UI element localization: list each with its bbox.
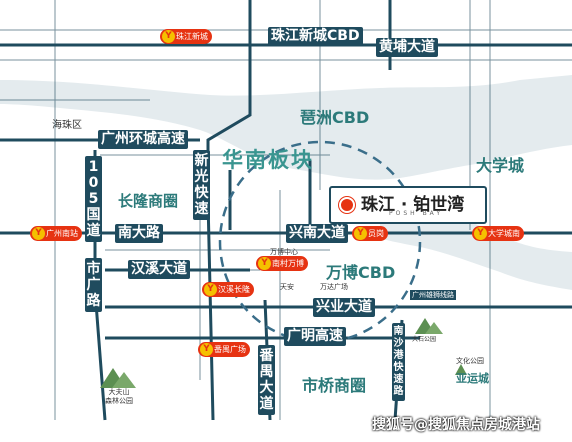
road-nansha: 南沙港快速路 bbox=[392, 323, 405, 401]
metro-icon: Y bbox=[32, 227, 45, 240]
watermark: 搜狐号@搜狐焦点房城港站 bbox=[372, 417, 540, 433]
area-wanbo-cbd: 万博CBD bbox=[326, 263, 396, 282]
metro-icon: Y bbox=[204, 283, 217, 296]
project-marker[interactable]: 珠江 · 铂世湾 POSH BAY bbox=[329, 186, 487, 224]
road-panyu: 番禺大道 bbox=[258, 345, 275, 415]
road-shiguang: 市广路 bbox=[85, 258, 102, 312]
road-xingnan: 兴南大道 bbox=[286, 224, 348, 243]
metro-icon: Y bbox=[354, 227, 367, 240]
area-haizhu: 海珠区 bbox=[52, 120, 82, 131]
river-south bbox=[380, 208, 572, 290]
road-xinguang: 新光快速 bbox=[193, 150, 210, 220]
river bbox=[0, 75, 572, 180]
project-name: 珠江 · 铂世湾 bbox=[361, 195, 465, 215]
park-icons bbox=[100, 318, 467, 388]
area-pazhou-cbd: 琶洲CBD bbox=[300, 108, 370, 127]
metro-icon: Y bbox=[258, 257, 271, 270]
road-hanxi: 汉溪大道 bbox=[128, 260, 190, 279]
road-xingye: 兴业大道 bbox=[313, 298, 375, 317]
metro-icon: Y bbox=[474, 227, 487, 240]
area-wenhua-park: 文化公园 bbox=[456, 357, 484, 365]
area-huanan: 华南板块 bbox=[222, 148, 314, 172]
area-dashi-park: 大石公园 bbox=[412, 336, 437, 343]
location-pin-icon bbox=[339, 197, 355, 213]
area-daxuecheng: 大学城 bbox=[476, 156, 525, 175]
label-wanbo-center: 万博中心 bbox=[270, 248, 298, 256]
metro-icon: Y bbox=[200, 343, 213, 356]
project-english-name: POSH BAY bbox=[389, 210, 443, 217]
road-guangming: 广明高速 bbox=[284, 327, 346, 346]
area-dafu-mountain: 大夫山 森林公园 bbox=[105, 388, 133, 405]
road-guangzhou-ring: 广州环城高速 bbox=[98, 130, 188, 149]
area-changlong: 长隆商圈 bbox=[118, 192, 179, 210]
label-wanda: 万达广场 bbox=[320, 283, 348, 291]
road-105: 105国道 bbox=[85, 156, 102, 242]
metro-icon: Y bbox=[162, 30, 175, 43]
area-shiqiao: 市桥商圈 bbox=[302, 376, 367, 395]
road-zhujiang-cbd: 珠江新城CBD bbox=[268, 27, 363, 46]
area-yayuncheng: 亚运城 bbox=[456, 372, 489, 385]
road-huangpu: 黄埔大道 bbox=[376, 38, 438, 57]
label-tianan: 天安 bbox=[280, 283, 294, 291]
road-nan-dadao: 南大路 bbox=[115, 224, 163, 243]
label-xiongguan: 广州雄狮线路 bbox=[410, 290, 456, 300]
